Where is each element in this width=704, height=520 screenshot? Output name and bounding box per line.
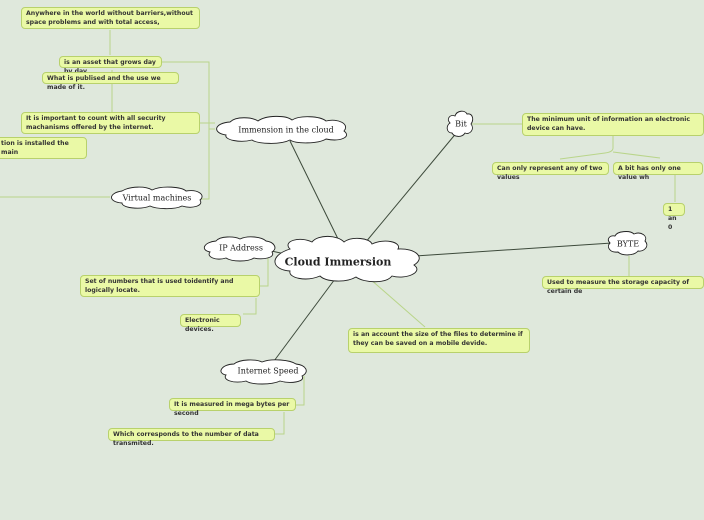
- speed-cloud: [220, 359, 307, 385]
- topic-virtual-machines[interactable]: Virtual machines: [122, 193, 192, 203]
- sub-branches: [0, 30, 676, 435]
- link-ip-devices: [243, 298, 257, 315]
- central-topic[interactable]: Cloud Immersion: [284, 255, 392, 269]
- link-immersion-spine: [162, 61, 215, 130]
- note-speed-mb[interactable]: It is measured in mega bytes per second: [169, 398, 296, 417]
- topic-immersion[interactable]: Immension in the cloud: [238, 125, 334, 135]
- note-published[interactable]: What is publised and the use we made of …: [42, 72, 179, 91]
- note-bit-definition[interactable]: The minimum unit of information an elect…: [522, 113, 704, 136]
- ip-cloud: [203, 236, 276, 262]
- link-immersion-virtual: [200, 129, 210, 200]
- topic-bit[interactable]: Bit: [455, 119, 467, 129]
- note-file-size[interactable]: is an account the size of the files to d…: [348, 328, 530, 353]
- topic-internet-speed[interactable]: Internet Speed: [237, 366, 299, 376]
- main-branches: [261, 130, 613, 362]
- virtual-cloud: [111, 186, 203, 210]
- immersion-cloud: [216, 115, 347, 144]
- topic-byte[interactable]: BYTE: [616, 239, 640, 249]
- note-bit-one-value[interactable]: A bit has only one value wh: [613, 162, 703, 181]
- branch-immersion: [289, 140, 341, 244]
- note-speed-data[interactable]: Which corresponds to the number of data …: [108, 428, 275, 447]
- link-bit-split-right: [612, 151, 661, 159]
- note-anywhere[interactable]: Anywhere in the world without barriers,w…: [21, 7, 200, 29]
- topic-ip-address[interactable]: IP Address: [219, 243, 263, 253]
- link-bit-split: [559, 136, 614, 160]
- note-installed[interactable]: tion is installed the main: [0, 137, 87, 159]
- central-cloud: [274, 235, 420, 283]
- note-ip-devices[interactable]: Electronic devices.: [180, 314, 241, 333]
- branch-speed: [273, 278, 336, 362]
- note-bit-two-values[interactable]: Can only represent any of two values: [492, 162, 609, 181]
- note-asset[interactable]: is an asset that grows day by day: [59, 56, 162, 75]
- note-byte-definition[interactable]: Used to measure the storage capacity of …: [542, 276, 704, 295]
- bit-cloud: [446, 110, 474, 137]
- branch-files: [369, 278, 426, 328]
- branch-byte: [414, 242, 613, 257]
- note-bit-1-0[interactable]: 1 an 0: [663, 203, 685, 231]
- note-ip-definition[interactable]: Set of numbers that is used toidentify a…: [80, 275, 260, 297]
- cloud-shapes: [111, 110, 648, 385]
- link-speed-data: [275, 412, 285, 435]
- link-speed: [296, 376, 305, 406]
- byte-cloud: [607, 231, 648, 256]
- branch-bit: [364, 130, 459, 244]
- note-security[interactable]: It is important to count with all securi…: [21, 112, 200, 134]
